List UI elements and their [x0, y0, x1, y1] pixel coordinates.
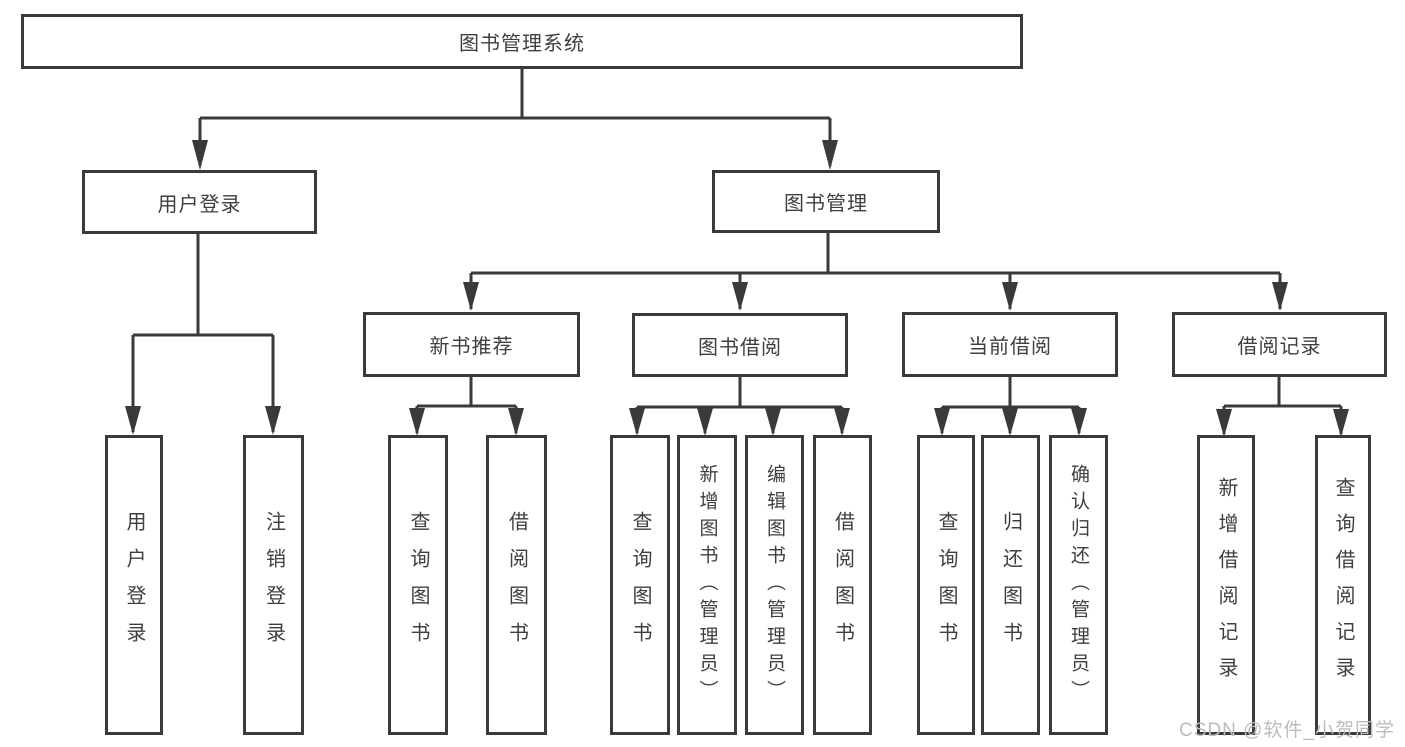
leaf-logout: 注销登录 [243, 435, 304, 735]
node-borrowing-records: 借阅记录 [1172, 312, 1387, 377]
leaf-confirm-return-admin: 确认归还（管理员） [1049, 435, 1108, 735]
leaf-query-books-current: 查询图书 [917, 435, 975, 735]
leaf-add-borrow-record: 新增借阅记录 [1197, 435, 1255, 735]
node-library-system: 图书管理系统 [21, 14, 1023, 69]
leaf-logout-label: 注销登录 [262, 511, 285, 659]
leaf-borrow-books-recommend: 借阅图书 [486, 435, 547, 735]
leaf-query-borrow-record-label: 查询借阅记录 [1332, 477, 1354, 693]
leaf-query-books-borrow: 查询图书 [610, 435, 670, 735]
leaf-borrow-books-recommend-label: 借阅图书 [505, 511, 528, 659]
leaf-query-books-current-label: 查询图书 [935, 511, 957, 659]
leaf-query-borrow-record: 查询借阅记录 [1315, 435, 1371, 735]
node-book-management: 图书管理 [712, 170, 940, 233]
node-book-management-label: 图书管理 [784, 193, 868, 215]
leaf-confirm-return-admin-label: 确认归还（管理员） [1068, 463, 1089, 707]
node-user-login-label: 用户登录 [157, 193, 242, 216]
leaf-return-books-label: 归还图书 [999, 511, 1022, 659]
node-new-book-recommend: 新书推荐 [363, 312, 580, 377]
node-current-borrowing: 当前借阅 [902, 312, 1118, 377]
leaf-add-books-admin-label: 新增图书（管理员） [696, 463, 718, 707]
node-book-borrowing: 图书借阅 [632, 313, 848, 377]
leaf-return-books: 归还图书 [981, 435, 1040, 735]
leaf-borrow-books: 借阅图书 [813, 435, 872, 735]
arrowheads [125, 140, 1349, 437]
leaf-edit-books-admin-label: 编辑图书（管理员） [764, 463, 785, 707]
leaf-user-login: 用户登录 [105, 435, 163, 735]
leaf-edit-books-admin: 编辑图书（管理员） [745, 435, 804, 735]
node-new-book-recommend-label: 新书推荐 [429, 336, 514, 358]
leaf-borrow-books-label: 借阅图书 [831, 511, 854, 659]
leaf-add-borrow-record-label: 新增借阅记录 [1215, 477, 1237, 693]
node-library-system-label: 图书管理系统 [459, 33, 585, 55]
node-borrowing-records-label: 借阅记录 [1237, 336, 1322, 358]
leaf-add-books-admin: 新增图书（管理员） [677, 435, 737, 735]
leaf-user-login-label: 用户登录 [123, 511, 145, 659]
node-book-borrowing-label: 图书借阅 [698, 336, 782, 359]
node-user-login: 用户登录 [82, 170, 317, 234]
leaf-query-books-recommend: 查询图书 [388, 435, 448, 735]
node-current-borrowing-label: 当前借阅 [968, 336, 1052, 358]
leaf-query-books-recommend-label: 查询图书 [407, 511, 429, 659]
csdn-watermark: CSDN @软件_小贺同学 [1179, 720, 1395, 741]
leaf-query-books-borrow-label: 查询图书 [629, 511, 651, 659]
